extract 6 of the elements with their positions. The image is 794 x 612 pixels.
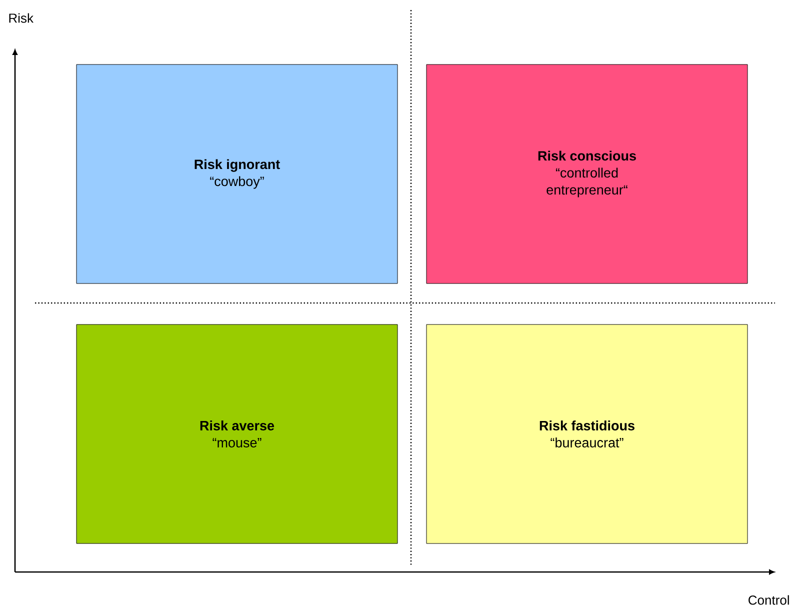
quadrant-box: Risk conscious “controlled entrepreneur“ (426, 64, 748, 284)
axis-label: Control (748, 595, 789, 605)
axis-label: Risk (9, 13, 34, 23)
quadrant-box: Risk fastidious “bureaucrat” (426, 324, 748, 544)
quadrant-box: Risk ignorant “cowboy” (76, 64, 398, 284)
quadrant-box: Risk averse “mouse” (76, 324, 398, 544)
